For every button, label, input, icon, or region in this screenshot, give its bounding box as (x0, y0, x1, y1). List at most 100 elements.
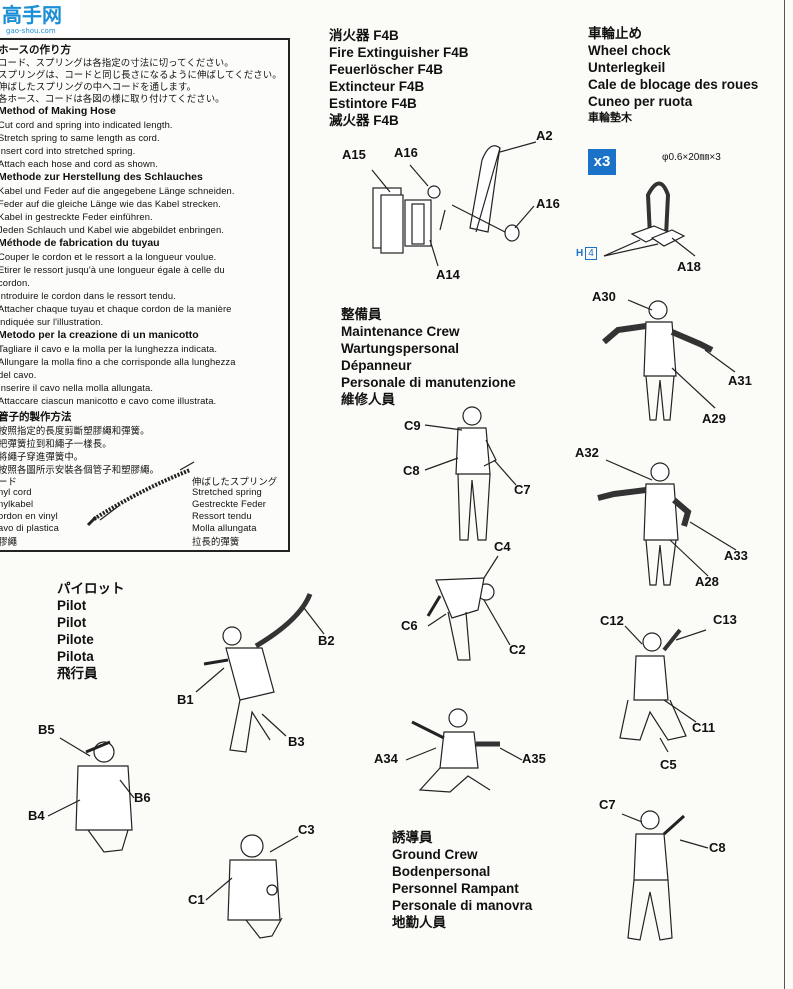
site-logo: 高手网 gao-shou.com (0, 0, 80, 36)
caption-line: Pilote (57, 632, 94, 647)
part-label: B5 (38, 722, 55, 737)
hose-de-line: Kabel in gestreckte Feder einführen. (0, 211, 153, 222)
spring-label: Stretched spring (192, 486, 262, 497)
part-label: A32 (575, 445, 599, 460)
crew-figure-d (426, 555, 511, 661)
cord-label: ordon en vinyl (0, 510, 58, 521)
part-label: A2 (536, 128, 553, 143)
caption-line: 飛行員 (57, 666, 98, 681)
hose-it-line: del cavo. (0, 369, 37, 380)
caption-line: Pilot (57, 615, 87, 630)
pilot-caption: パイロット Pilot Pilot Pilote Pilota 飛行員 (57, 580, 125, 682)
crew-figure-e (619, 625, 707, 753)
part-label: C2 (509, 642, 526, 657)
spring-label: 伸ばしたスプリング (192, 476, 278, 487)
wheel-chock-drawing (603, 181, 696, 257)
hose-jp-line: 伸ばしたスプリングの中へコードを通します。 (0, 81, 197, 92)
crew-figure-a (602, 299, 736, 421)
pilot-figure-b (47, 737, 135, 853)
hose-de-line: Feder auf die gleiche Länge wie das Kabe… (0, 198, 221, 209)
part-label: A34 (374, 751, 398, 766)
hose-fr-line: Introduire le cordon dans le ressort ten… (0, 290, 176, 301)
pilot-figure-a (195, 593, 325, 753)
caption-line: 地勤人員 (392, 915, 446, 930)
part-label: C8 (709, 840, 726, 855)
cord-label: nylkabel (0, 498, 34, 509)
hose-it-line: Tagliare il cavo e la molla per la lungh… (0, 343, 218, 354)
chock-caption: 車輪止め Wheel chock Unterlegkeil Cale de bl… (588, 25, 758, 127)
caption-line: 車輪墊木 (588, 112, 632, 124)
hose-jp-line: コード、スプリングは各指定の寸法に切ってください。 (0, 57, 234, 68)
part-label: C8 (403, 463, 420, 478)
part-label: B1 (177, 692, 194, 707)
hose-spring-drawing (86, 461, 195, 527)
hose-fr-line: Etirer le ressort jusqu'à une longueur é… (0, 264, 225, 275)
hose-title-it: Metodo per la creazione di un manicotto (0, 329, 199, 341)
part-label: A35 (522, 751, 546, 766)
hose-title-jp: ホースの作り方 (0, 44, 71, 56)
caption-line: 消火器 F4B (329, 28, 399, 43)
caption-line: Personnel Rampant (392, 881, 519, 896)
hose-fr-line: Attacher chaque tuyau et chaque cordon d… (0, 303, 232, 314)
caption-line: Cale de blocage des roues (588, 77, 759, 92)
crew-figure-c (424, 406, 517, 541)
hose-instructions-box: ホースの作り方 コード、スプリングは各指定の寸法に切ってください。 スプリングは… (0, 38, 290, 552)
hose-fr-line: Couper le cordon et le ressort a la long… (0, 251, 217, 262)
fire-extinguisher-drawing (371, 141, 537, 267)
logo-subtext: gao-shou.com (6, 27, 56, 35)
spring-label: Ressort tendu (192, 510, 252, 521)
hose-title-en: Method of Making Hose (0, 105, 116, 117)
hose-title-zh: 管子的製作方法 (0, 411, 72, 423)
hose-it-line: Allungare la molla fino a che corrispond… (0, 356, 236, 367)
cord-label: nyl cord (0, 486, 32, 497)
extinguisher-caption: 消火器 F4B Fire Extinguisher F4B Feuerlösch… (329, 27, 469, 129)
ground-figure-a (405, 708, 523, 793)
part-label: A18 (677, 259, 701, 274)
part-label: A33 (724, 548, 748, 563)
hose-fr-line: indiquée sur l'illustration. (0, 316, 104, 327)
part-label: A30 (592, 289, 616, 304)
logo-graphic: 高手网 gao-shou.com (2, 3, 62, 35)
part-label: A14 (436, 267, 460, 282)
part-label: B4 (28, 808, 45, 823)
logo-text: 高手网 (2, 3, 62, 27)
maintenance-caption: 整備員 Maintenance Crew Wartungspersonal Dé… (341, 306, 516, 408)
cord-label: avo di plastica (0, 522, 59, 533)
hose-it-line: Attaccare ciascun manicotto e cavo come … (0, 395, 217, 406)
hose-de-line: Kabel und Feder auf die angegebene Länge… (0, 185, 235, 196)
caption-line: Dépanneur (341, 358, 412, 373)
caption-line: Ground Crew (392, 847, 478, 862)
caption-line: 車輪止め (588, 26, 642, 41)
part-label: B6 (134, 790, 151, 805)
quantity-badge: x3 (588, 149, 616, 175)
part-label: A16 (536, 196, 560, 211)
part-label: B2 (318, 633, 335, 648)
caption-line: 滅火器 F4B (329, 113, 399, 128)
caption-line: 維修人員 (341, 392, 395, 407)
caption-line: Fire Extinguisher F4B (329, 45, 469, 60)
part-label: A16 (394, 145, 418, 160)
part-label: A31 (728, 373, 752, 388)
crew-figure-b (597, 459, 737, 586)
caption-line: Maintenance Crew (341, 324, 460, 339)
caption-line: Extincteur F4B (329, 79, 425, 94)
spring-label: Molla allungata (192, 522, 257, 533)
part-label: C13 (713, 612, 737, 627)
spring-label: Gestreckte Feder (192, 498, 267, 509)
caption-line: Wheel chock (588, 43, 671, 58)
hose-de-line: Jeden Schlauch und Kabel wie abgebildet … (0, 224, 224, 235)
h-letter: H (576, 248, 584, 259)
hose-jp-line: 各ホース、コードは各図の様に取り付けてください。 (0, 93, 225, 104)
caption-line: Feuerlöscher F4B (329, 62, 444, 77)
caption-line: Personale di manovra (392, 898, 533, 913)
hose-title-fr: Méthode de fabrication du tuyau (0, 237, 160, 249)
caption-line: Personale di manutenzione (341, 375, 516, 390)
part-label: C5 (660, 757, 677, 772)
part-label: C4 (494, 539, 511, 554)
caption-line: Cuneo per ruota (588, 94, 693, 109)
part-label: C6 (401, 618, 418, 633)
hose-en-line: Stretch spring to same length as cord. (0, 132, 160, 143)
hose-zh-line: 把彈簧拉到和繩子一樣長。 (0, 438, 112, 449)
part-label: C7 (514, 482, 531, 497)
